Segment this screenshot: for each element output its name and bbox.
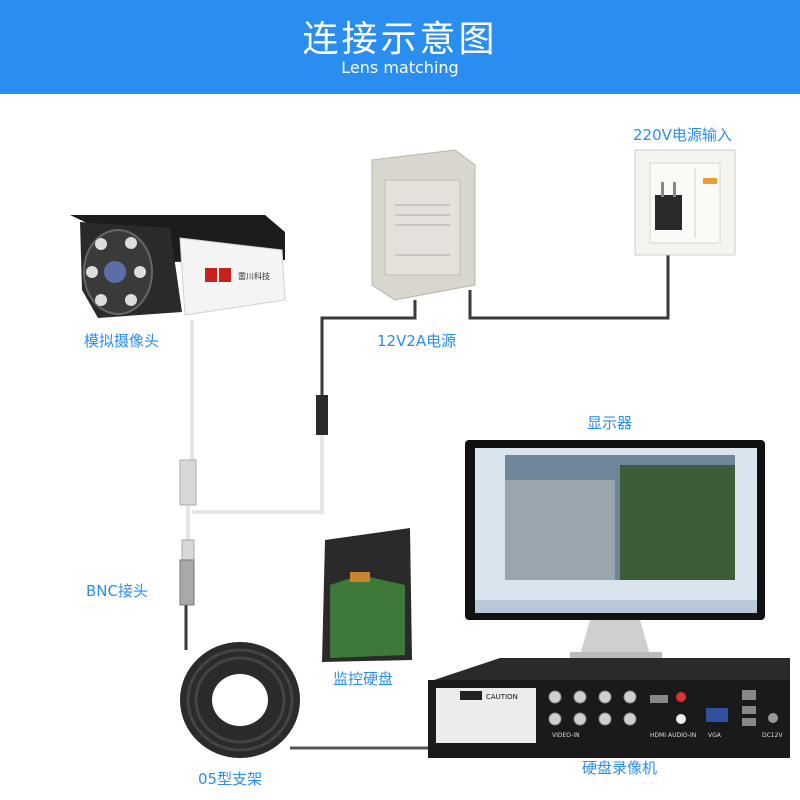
- bnc-connector-icon: [179, 459, 197, 606]
- header-banner: 连接示意图 Lens matching: [0, 0, 800, 94]
- camera-brand-text: 雷川科技: [238, 271, 270, 281]
- mains-cable: [468, 250, 670, 320]
- label-dvr: 硬盘录像机: [582, 759, 658, 777]
- label-monitor: 显示器: [587, 414, 633, 432]
- label-bracket: 05型支架: [198, 770, 263, 788]
- cable-coil-icon: [180, 642, 300, 758]
- dc-connector-icon: [316, 395, 328, 435]
- dvr-icon: CAUTION VIDEO-IN HDMI AUDIO-IN VGA DC12V: [428, 658, 790, 758]
- wall-socket-icon: [634, 149, 736, 256]
- power-lead-white: [192, 430, 324, 514]
- dvr-caution-text: CAUTION: [486, 693, 518, 701]
- dvr-vga-text: VGA: [708, 732, 722, 739]
- page-title: 连接示意图: [302, 19, 498, 60]
- monitor-icon: [465, 440, 765, 660]
- page-subtitle: Lens matching: [341, 58, 459, 77]
- hard-disk-icon: [322, 528, 412, 662]
- label-mains-power: 220V电源输入: [633, 126, 732, 144]
- label-hdd: 监控硬盘: [333, 670, 394, 688]
- power-supply-icon: [371, 149, 476, 301]
- dvr-hdmi-text: HDMI: [650, 732, 666, 739]
- label-bnc: BNC接头: [86, 582, 148, 600]
- dvr-video-in-text: VIDEO-IN: [552, 732, 580, 739]
- label-power-supply: 12V2A电源: [377, 332, 457, 350]
- analog-camera-icon: 雷川科技: [70, 215, 286, 318]
- label-camera: 模拟摄像头: [84, 332, 160, 350]
- dvr-dc12v-text: DC12V: [762, 732, 783, 739]
- dvr-audio-in-text: AUDIO-IN: [668, 732, 696, 739]
- power-cable: [320, 300, 417, 395]
